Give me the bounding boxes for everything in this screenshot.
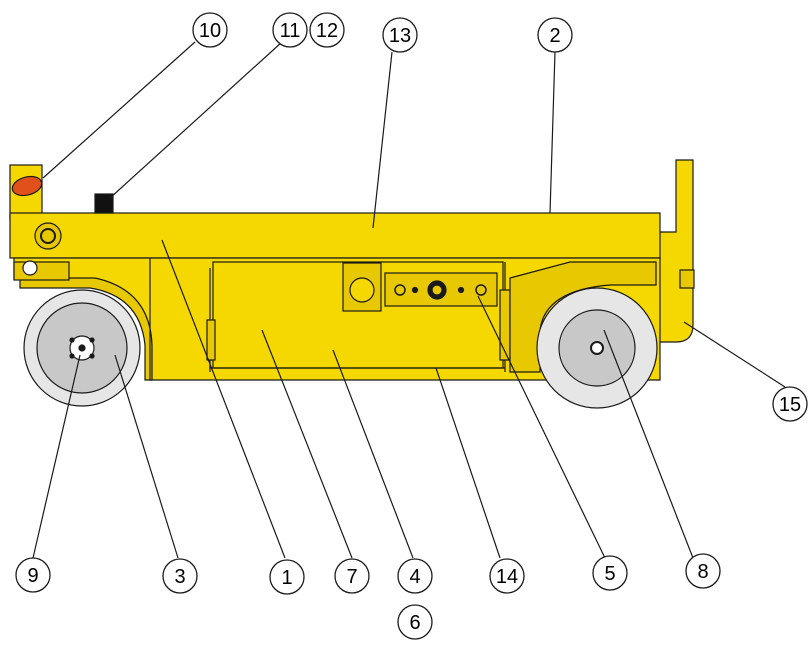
- leader-13: [372, 51, 393, 229]
- callout-8: 8: [685, 553, 721, 589]
- leader-7: [261, 329, 353, 559]
- panel-latch-left: [206, 319, 216, 361]
- callout-4: 4: [397, 558, 433, 594]
- battery-connector-inner: [431, 284, 443, 296]
- callout-14-label: 14: [496, 566, 518, 588]
- callout-11-label: 11: [280, 20, 301, 42]
- callout-10-label: 10: [199, 20, 221, 42]
- front-bumper: [13, 261, 70, 281]
- emergency-light-ring: [40, 228, 56, 244]
- callout-7: 7: [334, 558, 370, 594]
- callouts: 10 11 12 13 2 15 9 3 1 7 4 6 14 5 8: [15, 12, 808, 640]
- callout-1-label: 1: [281, 567, 292, 589]
- leader-8: [603, 329, 694, 559]
- callout-12-label: 12: [316, 20, 338, 42]
- indicator-dot-icon: [411, 286, 419, 294]
- callout-13: 13: [382, 17, 418, 53]
- callout-5: 5: [592, 555, 628, 591]
- callout-12: 12: [309, 12, 345, 48]
- rear-upright: [656, 159, 694, 343]
- rear-hitch-slot: [679, 269, 695, 289]
- callout-1: 1: [269, 559, 305, 595]
- callout-8-label: 8: [697, 561, 708, 583]
- panel-latch-right: [499, 289, 511, 361]
- front-wheel: [23, 289, 141, 407]
- callout-7-label: 7: [346, 566, 357, 588]
- callout-15-label: 15: [779, 394, 801, 416]
- callout-6: 6: [397, 604, 433, 640]
- leader-2: [549, 51, 556, 214]
- black-switch: [94, 193, 114, 214]
- callout-6-label: 6: [409, 612, 420, 634]
- callout-10: 10: [192, 12, 228, 48]
- leader-4: [332, 349, 414, 559]
- leader-10: [42, 41, 196, 179]
- callout-4-label: 4: [409, 566, 420, 588]
- callout-2: 2: [537, 17, 573, 53]
- leader-5: [477, 295, 606, 559]
- leader-9: [32, 354, 81, 559]
- control-knob: [349, 277, 375, 303]
- leader-15: [683, 321, 786, 388]
- beacon-light: [11, 175, 43, 197]
- rear-wheel: [536, 287, 658, 409]
- charge-port-icon: [475, 284, 487, 296]
- callout-15: 15: [772, 386, 808, 422]
- callout-11: 11: [272, 12, 308, 48]
- callout-9: 9: [15, 557, 51, 593]
- front-bumper-bolt: [22, 260, 38, 276]
- callout-3-label: 3: [174, 566, 185, 588]
- callout-9-label: 9: [27, 565, 38, 587]
- front-fender: [19, 277, 153, 381]
- leader-1: [161, 239, 286, 559]
- leader-lines: [32, 41, 786, 559]
- leader-11: [109, 41, 283, 199]
- callout-2-label: 2: [549, 25, 560, 47]
- emergency-light: [34, 222, 62, 250]
- key-switch-icon: [394, 284, 406, 296]
- callout-13-label: 13: [389, 25, 411, 47]
- callout-3: 3: [162, 558, 198, 594]
- indicator-dot2-icon: [457, 286, 465, 294]
- vehicle: [9, 159, 695, 381]
- top-deck: [9, 212, 661, 259]
- leader-14: [435, 367, 501, 559]
- callout-5-label: 5: [604, 563, 615, 585]
- callout-14: 14: [489, 558, 525, 594]
- leader-3: [114, 354, 179, 559]
